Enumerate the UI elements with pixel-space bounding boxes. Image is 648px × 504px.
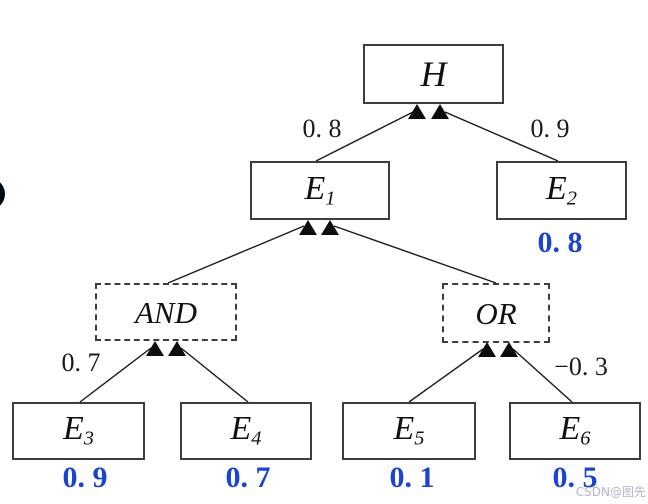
edge-line-e4-and	[180, 347, 249, 403]
cf-value-e6: 0. 5	[552, 461, 598, 494]
node-e4: E4	[180, 402, 312, 460]
node-and: AND	[95, 283, 237, 341]
arrowhead-icon	[431, 104, 449, 119]
node-e2: E2	[496, 161, 627, 220]
edge-weight-e2-h: 0. 9	[530, 114, 570, 143]
arrowhead-icon	[321, 220, 339, 235]
node-or: OR	[442, 283, 550, 343]
edge-line-e6-or	[512, 348, 573, 403]
node-e5: E5	[342, 402, 476, 460]
node-e1: E1	[250, 161, 390, 220]
cf-value-e4: 0. 7	[225, 461, 271, 494]
edge-weight-e3-and: 0. 7	[61, 348, 101, 377]
edge-line-e2-h	[444, 111, 559, 162]
edge-weight-e1-h: 0. 8	[302, 114, 342, 143]
node-e6: E6	[509, 402, 641, 460]
node-e3-label: E3	[63, 410, 94, 451]
cropped-bullet-icon	[0, 182, 5, 206]
arrowhead-icon	[408, 104, 426, 119]
arrowhead-icon	[146, 341, 164, 356]
edge-line-e5-or	[408, 348, 484, 403]
watermark: CSDN@图先	[575, 485, 646, 499]
node-h-label: H	[420, 54, 447, 94]
edge-weight-e6-or: −0. 3	[554, 352, 608, 381]
node-e5-label: E5	[393, 410, 425, 451]
cf-value-e5: 0. 1	[389, 461, 435, 494]
node-e4-label: E4	[230, 410, 262, 451]
edge-line-or-e1	[333, 225, 497, 284]
arrowhead-icon	[500, 342, 518, 357]
node-e6-label: E6	[559, 410, 591, 451]
node-e2-label: E2	[546, 169, 577, 210]
cf-value-e3: 0. 9	[62, 461, 108, 494]
node-e1-label: E1	[304, 169, 336, 210]
cf-value-e2: 0. 8	[537, 226, 583, 259]
edge-line-and-e1	[167, 225, 305, 284]
arrowhead-icon	[299, 220, 317, 235]
node-e3: E3	[12, 402, 145, 460]
edge-line-e1-h	[315, 111, 414, 162]
arrowhead-icon	[168, 341, 186, 356]
node-or-label: OR	[475, 295, 517, 331]
arrowhead-icon	[478, 342, 496, 357]
node-and-label: AND	[135, 294, 197, 330]
node-h: H	[363, 44, 504, 104]
edge-line-e3-and	[79, 347, 152, 403]
arrowheads	[146, 104, 518, 357]
edge-lines	[79, 111, 573, 403]
